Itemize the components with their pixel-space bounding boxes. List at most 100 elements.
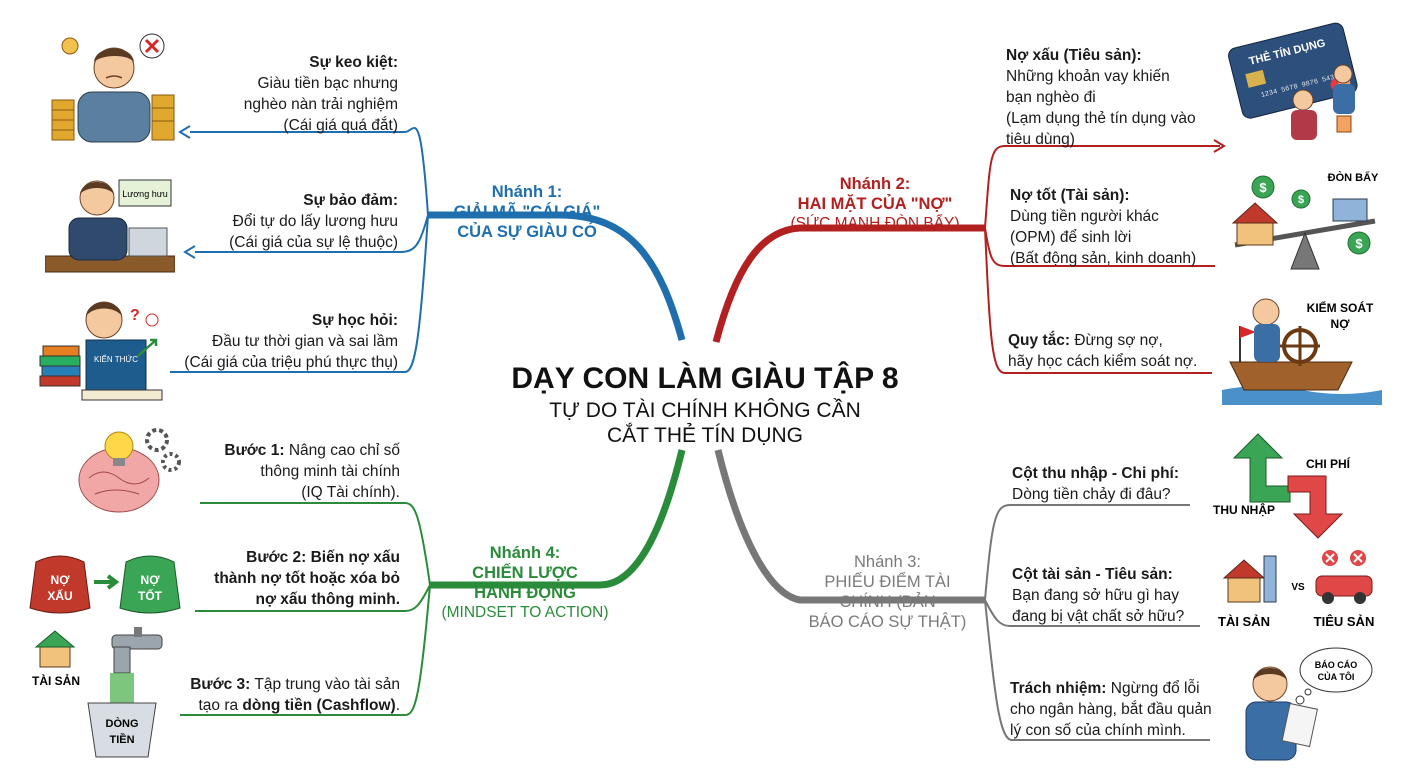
- b3-item2: Cột tài sản - Tiêu sản: Bạn đang sở hữu …: [1012, 564, 1212, 627]
- branch2-title: Nhánh 2: HAI MẶT CỦA "NỢ" (SỨC MẠNH ĐÒN …: [775, 174, 975, 234]
- b4-item1-line1: thông minh tài chính: [260, 463, 400, 480]
- b4-item2-line2: nợ xấu thông minh.: [255, 591, 400, 608]
- asset-label: TÀI SẢN: [1218, 614, 1270, 629]
- laptop-icon: [128, 227, 168, 257]
- cashflow-line1: DÒNG: [106, 717, 139, 730]
- bad-debt-bag-icon: NỢ XẤU: [29, 555, 91, 614]
- book-stack-icon: [39, 345, 81, 387]
- liability-label: TIÊU SẢN: [1314, 614, 1375, 629]
- steering-wheel-icon: [1280, 326, 1320, 366]
- bag-good-line1: NỢ: [141, 573, 161, 587]
- b3-item2-head: Cột tài sản - Tiêu sản:: [1012, 566, 1173, 583]
- asset-vs-liability-illustration: VS TÀI SẢN TIÊU SẢN: [1218, 550, 1375, 629]
- b2-item1-line1: Những khoản vay khiến: [1006, 68, 1170, 85]
- branch1-label: Nhánh 1:: [491, 183, 563, 201]
- cross-mark-icon: [139, 33, 165, 59]
- b1-item3-line1: Đầu tư thời gian và sai lầm: [212, 333, 398, 350]
- branch2-heading: HAI MẶT CỦA "NỢ": [797, 195, 953, 213]
- b4-item1-rest: Nâng cao chỉ số: [284, 442, 400, 459]
- bag-bad-line2: XẤU: [47, 588, 72, 603]
- b2-item2-line2: (OPM) để sinh lời: [1010, 229, 1132, 246]
- arrow-right-icon: [94, 574, 120, 590]
- b2-item1-line2: bạn nghèo đi: [1006, 89, 1096, 106]
- branch1-connectors: [170, 125, 686, 373]
- leverage-illustration: ĐÒN BẨY $ $ $: [1231, 171, 1379, 270]
- dollar-coin-icon: $ $ $: [1251, 175, 1371, 255]
- branch3-title: Nhánh 3: PHIẾU ĐIỂM TÀI CHÍNH (BẢN BÁO C…: [790, 552, 985, 632]
- b4-item1-head: Bước 1:: [224, 442, 285, 459]
- water-icon: [1222, 386, 1382, 405]
- debt-bags-illustration: NỢ XẤU NỢ TỐT: [29, 555, 181, 614]
- bucket-icon: DÒNG TIỀN: [87, 702, 157, 758]
- income-label: THU NHẬP: [1213, 502, 1275, 517]
- credit-card-burden-illustration: THẺ TÍN DỤNG 1234 5678 9876 5432: [1228, 22, 1358, 140]
- b4-item1-line2: (IQ Tài chính).: [301, 484, 400, 501]
- cross-mark-icon: [1322, 550, 1366, 566]
- b1-item3: Sự học hỏi: Đầu tư thời gian và sai lầm …: [138, 310, 398, 373]
- book-title: KIẾN THỨC: [94, 354, 138, 364]
- b3-item2-line2: đang bị vật chất sở hữu?: [1012, 608, 1185, 625]
- gear-icon: [145, 428, 181, 472]
- branch3-label: Nhánh 3:: [854, 553, 921, 571]
- house-icon: [1231, 202, 1279, 246]
- miser-illustration: [51, 33, 175, 143]
- income-expense-illustration: CHI PHÍ THU NHẬP: [1213, 433, 1351, 539]
- bag-good-line2: TỐT: [138, 588, 163, 603]
- report-bubble-line1: BÁO CÁO: [1315, 660, 1358, 670]
- b2-item3-line1: hãy học cách kiểm soát nợ.: [1008, 353, 1198, 370]
- cashflow-line2: TIỀN: [109, 733, 134, 746]
- b3-item2-line1: Bạn đang sở hữu gì hay: [1012, 587, 1180, 604]
- b4-item3: Bước 3: Tập trung vào tài sản tạo ra dòn…: [160, 674, 400, 716]
- expense-arrow-icon: [1287, 475, 1344, 539]
- b2-item3-head: Quy tắc:: [1008, 332, 1071, 349]
- b1-item1-line2: nghèo nàn trải nghiệm: [243, 96, 398, 113]
- b1-item2-line2: (Cái giá của sự lệ thuộc): [229, 234, 398, 251]
- b4-item3-head: Bước 3:: [190, 676, 251, 693]
- brain-idea-illustration: [78, 428, 181, 513]
- b1-item1-line3: (Cái giá quá đắt): [283, 117, 398, 134]
- bag-bad-line1: NỢ: [51, 573, 71, 587]
- b2-item3: Quy tắc: Đừng sợ nợ, hãy học cách kiểm s…: [1008, 330, 1218, 372]
- expense-label: CHI PHÍ: [1306, 456, 1351, 471]
- b3-item1-head: Cột thu nhập - Chi phí:: [1012, 465, 1180, 482]
- branch2-connectors: [712, 139, 1226, 374]
- pension-sign-text: Lương hưu: [122, 189, 167, 199]
- b2-item2-line3: (Bất động sản, kinh doanh): [1010, 250, 1197, 267]
- b1-item3-head: Sự học hỏi:: [311, 312, 398, 329]
- shopping-bag-icon: [1336, 115, 1352, 133]
- b2-item2-line1: Dùng tiền người khác: [1010, 208, 1159, 225]
- b4-item2-line1: thành nợ tốt hoặc xóa bỏ: [214, 570, 400, 587]
- b4-item3-line2c: .: [395, 697, 400, 714]
- center-subtitle-line2: CẮT THẺ TÍN DỤNG: [606, 424, 804, 447]
- coin-stack-icon: [51, 37, 175, 141]
- b3-item1-line1: Dòng tiền chảy đi đâu?: [1012, 486, 1171, 503]
- b3-item3-line2: lý con số của chính mình.: [1010, 722, 1186, 739]
- report-paper-icon: [1281, 702, 1319, 748]
- pension-worker-illustration: Lương hưu: [45, 179, 175, 273]
- branch4-connectors: [180, 449, 686, 716]
- credit-card-icon: THẺ TÍN DỤNG 1234 5678 9876 5432: [1228, 22, 1358, 119]
- car-icon: [1315, 575, 1373, 604]
- b4-item3-line2b: dòng tiền (Cashflow): [242, 697, 396, 714]
- b4-item2: Bước 2: Biến nợ xấu thành nợ tốt hoặc xó…: [160, 547, 400, 610]
- b1-item2-line1: Đổi tự do lấy lương hưu: [232, 213, 398, 230]
- b1-item2-head: Sự bảo đảm:: [303, 192, 398, 209]
- branch4-subheading: (MINDSET TO ACTION): [441, 604, 609, 621]
- boat-control-illustration: KIỂM SOÁT NỢ: [1222, 298, 1382, 405]
- branch4-title: Nhánh 4: CHIẾN LƯỢC HÀNH ĐỘNG (MINDSET T…: [425, 543, 625, 623]
- b2-item1: Nợ xấu (Tiêu sản): Những khoản vay khiến…: [1006, 45, 1221, 150]
- vs-label: VS: [1291, 582, 1305, 593]
- b1-item1: Sự keo kiệt: Giàu tiền bạc nhưng nghèo n…: [138, 52, 398, 136]
- b2-item3-rest: Đừng sợ nợ,: [1070, 332, 1163, 349]
- income-arrow-icon: [1232, 433, 1291, 503]
- shop-icon: [1332, 198, 1368, 222]
- branch1-title: Nhánh 1: GIẢI MÃ "CÁI GIÁ" CỦA SỰ GIÀU C…: [432, 182, 622, 242]
- b2-item2-head: Nợ tốt (Tài sản):: [1010, 187, 1130, 204]
- asset-tap-label: TÀI SẢN: [32, 673, 80, 688]
- b4-item2-head: Bước 2: Biến nợ xấu: [246, 549, 400, 566]
- report-person-illustration: BÁO CÁO CỦA TÔI: [1245, 647, 1373, 761]
- good-debt-bag-icon: NỢ TỐT: [119, 555, 181, 614]
- branch4-label: Nhánh 4:: [489, 544, 561, 562]
- control-label-line1: KIỂM SOÁT: [1307, 300, 1374, 315]
- pension-sign: Lương hưu: [118, 179, 172, 207]
